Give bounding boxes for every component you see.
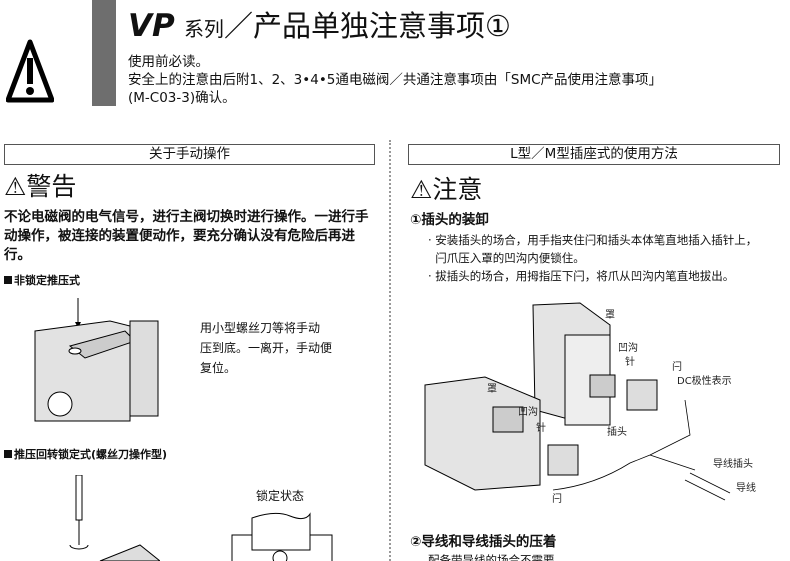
caution-heading: ⚠注意: [410, 175, 483, 204]
label-pin: 针: [625, 357, 635, 368]
intro-line: 安全上的注意由后附1、2、3•4•5通电磁阀／共通注意事项由「SMC产品使用注意…: [128, 72, 663, 88]
bullet-line: 闩爪压入罩的凹沟内便锁住。: [428, 251, 585, 265]
label-plug: 插头: [607, 427, 627, 438]
subheading-non-lock: 非锁定推压式: [4, 272, 80, 288]
plug-installation-diagram: [424, 302, 731, 501]
warning-triangle-icon: [6, 39, 54, 103]
caution-icon: ⚠: [410, 175, 433, 204]
label-cover: 罩: [605, 310, 615, 321]
label-groove: 凹沟: [518, 407, 538, 418]
bullet-line: · 安装插头的场合，用手指夹住闩和插头本体笔直地插入插针上，: [428, 233, 758, 247]
lock-state-label: 锁定状态: [256, 489, 305, 503]
item2-heading: ②导线和导线插头的压着: [410, 534, 557, 550]
label-groove: 凹沟: [618, 343, 638, 354]
section-header-manual: 关于手动操作: [4, 144, 375, 165]
lock-state-illustration: [231, 512, 333, 561]
intro-line: (M-C03-3)确认。: [128, 90, 236, 106]
square-bullet-icon: [4, 276, 12, 284]
square-bullet-icon: [4, 450, 12, 458]
label-lead-plug: 导线插头: [713, 459, 753, 470]
section-header-socket: L型／M型插座式的使用方法: [408, 144, 780, 165]
item2-text: 配备带导线的场合不需要: [428, 553, 555, 561]
warning-heading: ⚠警告: [4, 172, 77, 201]
non-lock-desc: 压到底。一离开，手动便: [200, 341, 333, 355]
warning-text: 不论电磁阀的电气信号，进行主阀切换时进行操作。一进行手动操作，被连接的装置便动作…: [4, 209, 369, 263]
manual-override-illustration: [34, 298, 159, 422]
page-title: VP 系列／产品单独注意事项①: [128, 8, 511, 44]
item1-heading: ①插头的装卸: [410, 212, 489, 228]
label-latch: 闩: [552, 494, 562, 505]
column-divider: [389, 140, 391, 561]
label-dc-polarity: DC极性表示: [677, 376, 732, 387]
label-pin: 针: [536, 423, 546, 434]
bullet-line: · 拔插头的场合，用拇指压下闩，将爪从凹沟内笔直地拔出。: [428, 269, 735, 283]
label-cover: 罩: [487, 384, 497, 395]
label-latch: 闩: [672, 362, 682, 373]
label-lead: 导线: [736, 483, 756, 494]
intro-line: 使用前必读。: [128, 54, 209, 70]
non-lock-desc: 复位。: [200, 361, 237, 375]
screwdriver-illustration: [69, 475, 160, 561]
non-lock-desc: 用小型螺丝刀等将手动: [200, 321, 321, 335]
subheading-push-turn: 推压回转锁定式(螺丝刀操作型): [4, 446, 167, 462]
title-bar-accent: [92, 0, 116, 106]
warning-icon: ⚠: [4, 172, 27, 201]
